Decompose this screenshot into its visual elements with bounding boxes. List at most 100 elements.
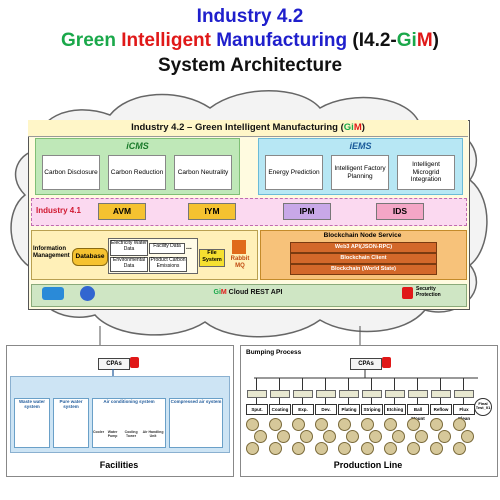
gear-icon bbox=[461, 430, 474, 443]
title-part: (I4.2- bbox=[352, 30, 397, 51]
gear-icon bbox=[315, 418, 328, 431]
gear-icon bbox=[254, 430, 267, 443]
gear-icon bbox=[323, 430, 336, 443]
equipment-box bbox=[339, 390, 359, 398]
security-lock-icon bbox=[402, 287, 413, 299]
electricity-water-data: Electricity Water Data bbox=[110, 240, 148, 256]
process-step: Sput. bbox=[246, 404, 268, 415]
gear-icon bbox=[338, 442, 351, 455]
gear-icon bbox=[361, 418, 374, 431]
kubernetes-icon bbox=[80, 286, 95, 301]
cloud-rest-api-label: GiM Cloud REST API bbox=[31, 289, 465, 296]
gear-icon bbox=[338, 418, 351, 431]
process-step: Exp. bbox=[292, 404, 314, 415]
microgrid-integration-card: Intelligent Microgrid Integration bbox=[397, 155, 455, 190]
header-gi: Gi bbox=[343, 122, 354, 133]
gim-system-header: Industry 4.2 – Green Intelligent Manufac… bbox=[28, 120, 468, 137]
gear-icon bbox=[361, 442, 374, 455]
gear-icon bbox=[277, 430, 290, 443]
facilities-label: Facilities bbox=[99, 460, 139, 470]
equipment-box bbox=[454, 390, 474, 398]
blockchain-world-state-row: Blockchain (World State) bbox=[290, 264, 437, 275]
header-prefix: Industry 4.2 – Green Intelligent Manufac… bbox=[131, 122, 344, 133]
waste-water-label: Waste water system bbox=[18, 399, 46, 409]
process-step: Reflow bbox=[430, 404, 452, 415]
gear-icon bbox=[292, 418, 305, 431]
gear-icon bbox=[453, 442, 466, 455]
pure-water-system: Pure water system bbox=[53, 398, 89, 448]
title-part: Gi bbox=[396, 30, 417, 51]
title-part: ) bbox=[432, 30, 439, 51]
gear-icon bbox=[269, 442, 282, 455]
avm-pill: AVM bbox=[98, 203, 146, 220]
waste-water-system: Waste water system bbox=[14, 398, 50, 448]
rabbitmq-icon bbox=[232, 240, 246, 254]
gear-icon bbox=[430, 442, 443, 455]
air-conditioning-system: Air conditioning system Cooler Water Pum… bbox=[92, 398, 166, 448]
carbon-neutrality-card: Carbon Neutrality bbox=[174, 155, 232, 190]
gear-icon bbox=[246, 418, 259, 431]
air-conditioning-label: Air conditioning system bbox=[103, 399, 155, 404]
facilities-lock-icon bbox=[130, 357, 139, 368]
gear-icon bbox=[415, 430, 428, 443]
blockchain-title: Blockchain Node Service bbox=[323, 232, 402, 239]
ac-subunits: Cooler Water Pump Cooling Tower Air Hand… bbox=[93, 430, 165, 438]
process-step: Plating bbox=[338, 404, 360, 415]
compressed-air-label: Compressed air system bbox=[170, 399, 222, 404]
header-m: M bbox=[353, 122, 362, 133]
title-part: Manufacturing bbox=[216, 30, 353, 51]
ac-air-handling: Air Handling Unit bbox=[142, 430, 164, 438]
gear-icon bbox=[300, 430, 313, 443]
facility-data: Facility Data bbox=[149, 243, 185, 254]
final-test-node: Final Test_01 bbox=[474, 398, 492, 416]
blockchain-client-row: Blockchain Client bbox=[290, 253, 437, 264]
bumping-process-label: Bumping Process bbox=[246, 349, 302, 356]
equipment-box bbox=[385, 390, 405, 398]
information-management-label: Information Management bbox=[33, 246, 70, 259]
api-gi: Gi bbox=[213, 289, 221, 296]
iems-title: iEMS bbox=[349, 141, 372, 151]
carbon-disclosure-card: Carbon Disclosure bbox=[42, 155, 100, 190]
gear-icon bbox=[438, 430, 451, 443]
page-subtitle: Green Intelligent Manufacturing (I4.2-Gi… bbox=[0, 30, 500, 52]
process-step: Etching bbox=[384, 404, 406, 415]
ac-cooling-tower: Cooling Tower bbox=[124, 430, 138, 438]
gear-icon bbox=[384, 418, 397, 431]
equipment-box bbox=[293, 390, 313, 398]
ipm-pill: IPM bbox=[283, 203, 331, 220]
equipment-box bbox=[316, 390, 336, 398]
web3-api-row: Web3 API(JSON-RPC) bbox=[290, 242, 437, 253]
gear-icon bbox=[246, 442, 259, 455]
compressed-air-system: Compressed air system bbox=[169, 398, 223, 448]
production-lock-icon bbox=[382, 357, 391, 368]
gear-icon bbox=[407, 442, 420, 455]
production-cpa-box: CPAs bbox=[350, 358, 382, 370]
process-step: Flux Clean bbox=[453, 404, 475, 421]
title-part: M bbox=[416, 30, 433, 51]
equipment-box bbox=[362, 390, 382, 398]
gear-icon bbox=[346, 430, 359, 443]
gear-icon bbox=[315, 442, 328, 455]
ac-water-pump: Water Pump bbox=[107, 430, 118, 438]
rabbitmq-label: Rabbit MQ bbox=[230, 256, 250, 269]
process-step: Coating bbox=[269, 404, 291, 415]
carbon-reduction-card: Carbon Reduction bbox=[108, 155, 166, 190]
iym-pill: IYM bbox=[188, 203, 236, 220]
docker-icon bbox=[42, 287, 64, 300]
cloud-rest-api-bar bbox=[31, 284, 467, 307]
gear-icon bbox=[392, 430, 405, 443]
api-rest: Cloud REST API bbox=[226, 289, 283, 296]
product-carbon-emissions: Product Carbon Emissions bbox=[149, 257, 187, 272]
factory-planning-card: Intelligent Factory Planning bbox=[331, 155, 389, 190]
api-m: M bbox=[220, 289, 227, 296]
gear-icon bbox=[453, 418, 466, 431]
energy-prediction-card: Energy Prediction bbox=[265, 155, 323, 190]
database-icon: Database bbox=[72, 248, 108, 266]
data-ellipsis: ... bbox=[186, 244, 192, 251]
gear-icon bbox=[269, 418, 282, 431]
page-subtitle-architecture: System Architecture bbox=[157, 55, 343, 76]
equipment-box bbox=[431, 390, 451, 398]
production-line-label: Production Line bbox=[333, 460, 403, 470]
gear-icon bbox=[384, 442, 397, 455]
process-step: Striping bbox=[361, 404, 383, 415]
